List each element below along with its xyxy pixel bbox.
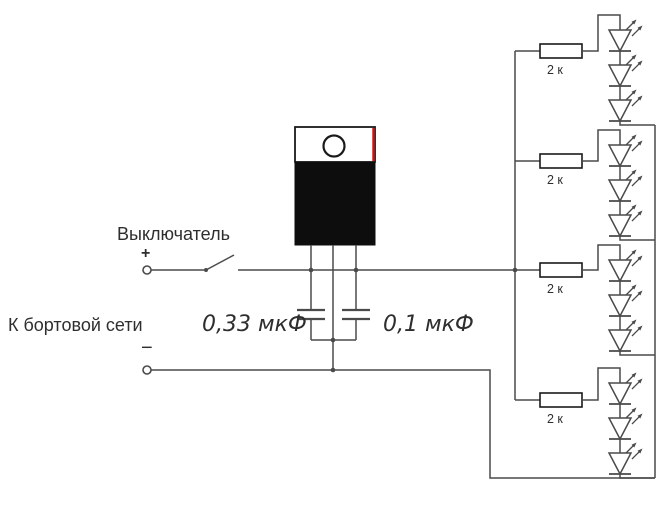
capacitor-output: [342, 308, 370, 340]
led-array: 2 к 2 к 2 к: [514, 14, 656, 479]
led-string-2: 2 к: [515, 129, 655, 241]
led-string-1: 2 к: [515, 14, 655, 126]
regulator-mounting-hole: [322, 134, 346, 158]
led-2-3: [608, 203, 644, 237]
input-section: [142, 254, 655, 479]
wire-string-2: [582, 129, 655, 241]
led-2-1: [608, 133, 644, 167]
voltage-regulator: [294, 126, 376, 340]
resistor-2: [539, 153, 583, 169]
capacitor-input: [297, 308, 325, 340]
switch-label: Выключатель: [117, 224, 230, 244]
resistor-2-value: 2 к: [547, 173, 563, 187]
regulator-body: [294, 161, 376, 246]
resistor-3: [539, 262, 583, 278]
supply-label: К бортовой сети: [8, 315, 143, 335]
power-switch-symbol: [204, 254, 235, 272]
led-3-1: [608, 248, 644, 282]
switch-lever: [205, 254, 235, 271]
junction-ground-pin: [330, 337, 336, 343]
led-2-2: [608, 168, 644, 202]
positive-terminal: [142, 265, 152, 275]
resistor-4: [539, 392, 583, 408]
plus-sign: +: [141, 245, 150, 262]
capacitor2-value: 0,1 мкФ: [383, 312, 474, 337]
led-4-1: [608, 371, 644, 405]
resistor-3-value: 2 к: [547, 282, 563, 296]
negative-terminal: [142, 365, 152, 375]
led-string-4: 2 к: [515, 367, 655, 479]
resistor-4-value: 2 к: [547, 412, 563, 426]
junction-input-pin: [308, 267, 314, 273]
led-string-3: 2 к: [515, 244, 655, 356]
wire-string-3: [582, 244, 655, 356]
junction-negative-line: [330, 367, 336, 373]
led-1-3: [608, 88, 644, 122]
led-4-2: [608, 406, 644, 440]
resistor-1-value: 2 к: [547, 63, 563, 77]
wire-negative-return: [151, 369, 655, 479]
wire-string-4: [582, 367, 655, 479]
minus-sign: −: [141, 337, 153, 359]
junction-output-pin: [353, 267, 359, 273]
resistor-1: [539, 43, 583, 59]
led-3-3: [608, 318, 644, 352]
capacitor1-value: 0,33 мкФ: [202, 312, 307, 337]
led-3-2: [608, 283, 644, 317]
led-4-3: [608, 441, 644, 475]
led-1-2: [608, 53, 644, 87]
led-1-1: [608, 18, 644, 52]
wire-string-1: [582, 14, 655, 126]
